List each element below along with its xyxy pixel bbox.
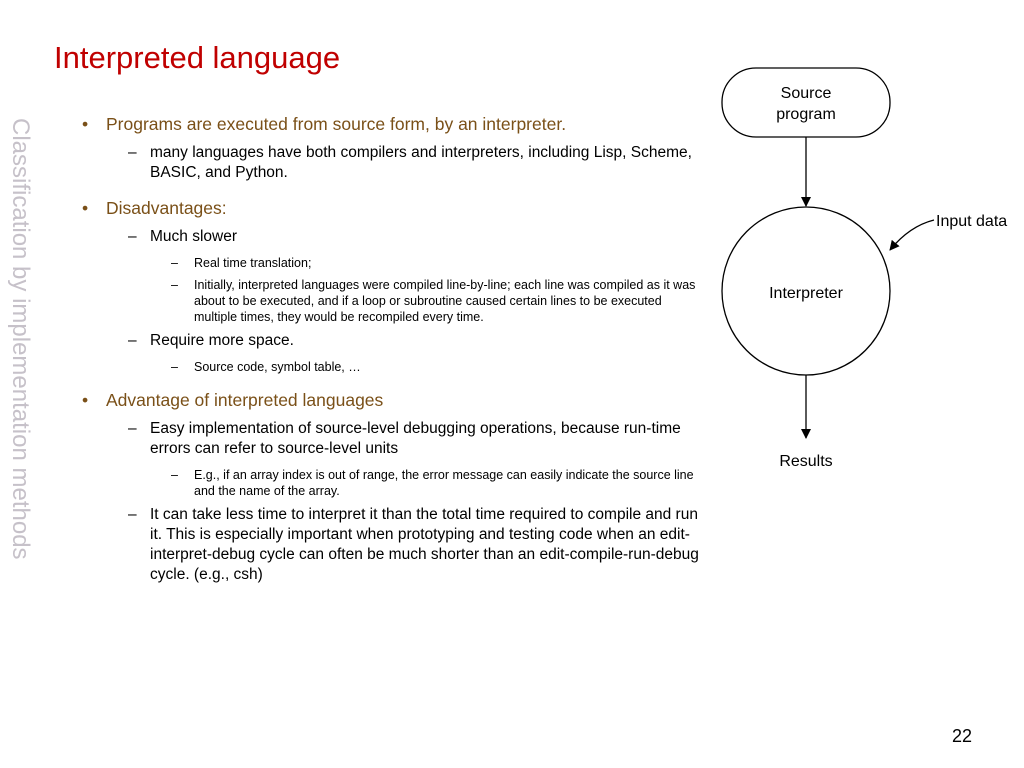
sub-bullet-text: many languages have both compilers and i… xyxy=(150,144,692,181)
sub-bullet-item: – It can take less time to interpret it … xyxy=(76,505,706,585)
bullet-text: Disadvantages: xyxy=(106,198,227,218)
sub-sub-bullet-text: Initially, interpreted languages were co… xyxy=(194,278,696,324)
source-program-box xyxy=(721,67,891,138)
dash-marker: – xyxy=(128,228,137,245)
interpreter-diagram: Source program Interpreter Input data Re… xyxy=(721,67,1007,470)
sub-bullet-text: Much slower xyxy=(150,228,237,245)
sub-bullet-text: Require more space. xyxy=(150,332,294,349)
sub-sub-bullet-text: E.g., if an array index is out of range,… xyxy=(194,468,694,498)
sub-bullet-text: Easy implementation of source-level debu… xyxy=(150,420,681,457)
bullet-marker: • xyxy=(82,198,89,218)
sub-sub-bullet-text: Real time translation; xyxy=(194,256,312,270)
dash-marker: – xyxy=(128,332,137,349)
slide-body: • Programs are executed from source form… xyxy=(76,113,706,593)
sub-bullet-item: – Much slower xyxy=(76,227,706,247)
sub-sub-bullet-item: – E.g., if an array index is out of rang… xyxy=(76,467,706,499)
dash-marker: – xyxy=(171,278,178,292)
bullet-marker: • xyxy=(82,114,89,134)
source-program-label-line2: program xyxy=(776,106,836,123)
dash-marker: – xyxy=(171,468,178,482)
sub-sub-bullet-item: – Real time translation; xyxy=(76,255,706,271)
bullet-text: Programs are executed from source form, … xyxy=(106,114,567,134)
source-program-label-line1: Source xyxy=(781,85,832,102)
dash-marker: – xyxy=(128,506,137,523)
dash-marker: – xyxy=(171,360,178,374)
side-section-title: Classification by implementation methods xyxy=(7,118,34,560)
dash-marker: – xyxy=(128,144,137,161)
page-number: 22 xyxy=(951,726,972,746)
bullet-marker: • xyxy=(82,390,89,410)
sub-sub-bullet-item: – Source code, symbol table, … xyxy=(76,359,706,375)
dash-marker: – xyxy=(171,256,178,270)
results-label: Results xyxy=(779,453,832,470)
sub-sub-bullet-item: – Initially, interpreted languages were … xyxy=(76,277,706,325)
interpreter-label: Interpreter xyxy=(769,285,843,302)
sub-bullet-item: – many languages have both compilers and… xyxy=(76,143,706,183)
sub-bullet-text: It can take less time to interpret it th… xyxy=(150,506,699,583)
bullet-text: Advantage of interpreted languages xyxy=(106,390,384,410)
input-data-label: Input data xyxy=(936,213,1007,230)
dash-marker: – xyxy=(128,420,137,437)
slide-title: Interpreted language xyxy=(54,40,341,75)
sub-bullet-item: – Require more space. xyxy=(76,331,706,351)
bullet-item: • Advantage of interpreted languages xyxy=(76,389,706,411)
bullet-item: • Programs are executed from source form… xyxy=(76,113,706,135)
input-data-arrow xyxy=(889,219,935,251)
sub-bullet-item: – Easy implementation of source-level de… xyxy=(76,419,706,459)
bullet-item: • Disadvantages: xyxy=(76,197,706,219)
sub-sub-bullet-text: Source code, symbol table, … xyxy=(194,360,361,374)
